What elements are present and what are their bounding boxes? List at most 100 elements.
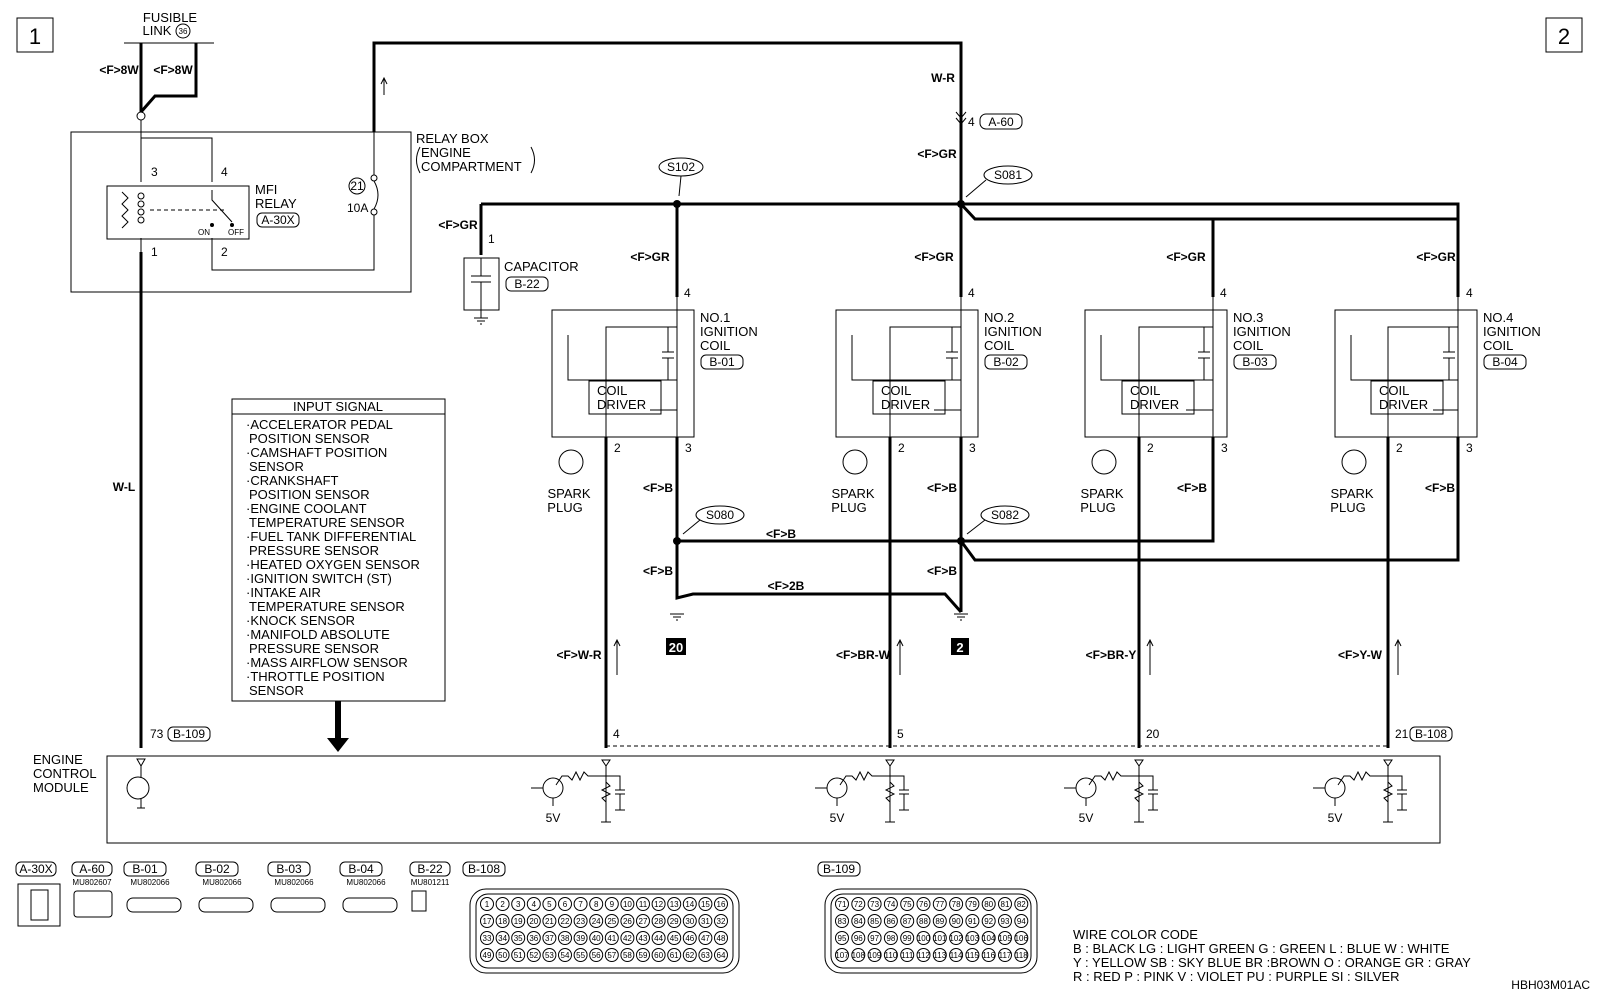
connector-pin: 59 [636, 948, 650, 962]
connector-pin: 99 [900, 931, 915, 945]
coil4-driver1: COIL [1379, 383, 1409, 398]
connector-pin-label: 18 [498, 917, 507, 926]
connector-pin-label: 75 [903, 900, 912, 909]
legend-b03: B-03 [276, 862, 302, 876]
splice-s080: S080 [706, 508, 734, 522]
connector-pin: 82 [1014, 897, 1029, 911]
connector-pin: 11 [636, 897, 650, 911]
coil4-plug2: PLUG [1330, 500, 1365, 515]
input-signal-line: PRESSURE SENSOR [249, 543, 379, 558]
connector-pin-label: 53 [545, 951, 554, 960]
ignition-coil-3: <F>GR 4 COIL DRIVER SPARK PLUG NO.3 IGNI… [1080, 250, 1290, 515]
coil1-connector: B-01 [709, 355, 735, 369]
connector-pin: 102 [949, 931, 963, 945]
connector-pin-label: 109 [868, 951, 882, 960]
connector-pin-label: 26 [623, 917, 632, 926]
connector-pin: 104 [981, 931, 996, 945]
relay-box-label2: ENGINE [421, 145, 471, 160]
connector-pin-label: 83 [838, 917, 847, 926]
connector-pin: 29 [667, 914, 682, 928]
connector-pin-label: 21 [545, 917, 554, 926]
connector-pin: 40 [589, 931, 604, 945]
splice-s081: S081 [994, 168, 1022, 182]
coil4-pin-a: 2 [1396, 441, 1403, 455]
connector-pin-label: 32 [717, 917, 726, 926]
connector-pin: 32 [714, 914, 728, 928]
connector-pin-label: 27 [639, 917, 648, 926]
coil1-wire-b: <F>B [643, 481, 673, 495]
connector-pin-label: 106 [1015, 934, 1029, 943]
fuse-rating: 10A [347, 201, 368, 215]
ecm-driver-circuit: 5V [1313, 759, 1407, 825]
connector-pin-label: 97 [870, 934, 879, 943]
a60-pin: 4 [968, 115, 975, 129]
input-signal-line: ·IGNITION SWITCH (ST) [246, 571, 392, 586]
legend-b04-part: MU802066 [346, 878, 386, 887]
coil2-wire-b: <F>B [927, 481, 957, 495]
connector-pin-label: 92 [984, 917, 993, 926]
connector-pin-label: 8 [594, 900, 599, 909]
mfi-relay-label2: RELAY [255, 196, 297, 211]
connector-pin-label: 1 [485, 900, 490, 909]
connector-pin-label: 84 [854, 917, 863, 926]
coil3-plug1: SPARK [1080, 486, 1123, 501]
input-signal-line: ·KNOCK SENSOR [246, 613, 355, 628]
connector-pin: 63 [698, 948, 713, 962]
connector-pin: 100 [916, 931, 931, 945]
connector-pin: 117 [998, 948, 1012, 962]
connector-pin: 43 [636, 931, 650, 945]
legend-b03-part: MU802066 [274, 878, 314, 887]
connector-pin: 73 [867, 897, 882, 911]
coil3-wire-top: <F>GR [1166, 250, 1206, 264]
ecm-pin-coil1: 4 [613, 727, 620, 741]
ecm-pin-left: 73 [150, 727, 164, 741]
connector-pin-label: 93 [1001, 917, 1010, 926]
connector-pin-label: 111 [901, 951, 914, 960]
connector-pin: 75 [900, 897, 915, 911]
input-signal-line: TEMPERATURE SENSOR [249, 599, 405, 614]
ecm-pin-coil4: 21 [1395, 727, 1409, 741]
ecm-driver-circuit: 5V [1064, 759, 1158, 825]
coil4-l2: IGNITION [1483, 324, 1541, 339]
a60-connector-label: A-60 [988, 115, 1014, 129]
connector-pin: 81 [998, 897, 1012, 911]
connector-pin: 47 [698, 931, 713, 945]
connector-pin-label: 95 [838, 934, 847, 943]
connector-pin: 15 [698, 897, 713, 911]
wire-w-l-label: W-L [113, 480, 135, 494]
connector-pin-label: 61 [670, 951, 679, 960]
connector-pin: 50 [495, 948, 510, 962]
connector-pin-label: 113 [933, 951, 946, 960]
connector-pin-label: 12 [654, 900, 663, 909]
coil2-driver2: DRIVER [881, 397, 930, 412]
connector-pin: 111 [900, 948, 915, 962]
input-signal-line: ·CRANKSHAFT [246, 473, 339, 488]
ecm-5v-label: 5V [1079, 811, 1094, 825]
fusible-wire-left: <F>8W [99, 63, 139, 77]
connector-pin: 52 [526, 948, 541, 962]
fusible-link-number: 36 [179, 27, 188, 36]
coil4-pin-b: 3 [1466, 441, 1473, 455]
coil1-pin-a: 2 [614, 441, 621, 455]
connector-pin-label: 28 [654, 917, 663, 926]
wire-color-title: WIRE COLOR CODE [1073, 927, 1198, 942]
connector-pin: 97 [867, 931, 882, 945]
gr-bus-lower [481, 202, 1458, 221]
ground-wire-b1: <F>B [643, 564, 673, 578]
input-signal-line: ·CAMSHAFT POSITION [246, 445, 387, 460]
connector-pin-label: 85 [870, 917, 879, 926]
connector-pin-label: 15 [701, 900, 710, 909]
legend-a60: A-60 [79, 862, 105, 876]
connector-pin-label: 73 [870, 900, 879, 909]
connector-pin: 107 [835, 948, 849, 962]
legend-b22-part: MU801211 [411, 878, 450, 887]
relay-pin1: 1 [151, 245, 158, 259]
connector-pin: 103 [965, 931, 980, 945]
legend-b22: B-22 [417, 862, 443, 876]
connector-pin: 83 [835, 914, 849, 928]
connector-pin-label: 107 [835, 951, 849, 960]
coil1-l1: NO.1 [700, 310, 730, 325]
connector-pin: 77 [932, 897, 947, 911]
ecm-5v-label: 5V [830, 811, 845, 825]
connector-pin-label: 11 [639, 900, 648, 909]
